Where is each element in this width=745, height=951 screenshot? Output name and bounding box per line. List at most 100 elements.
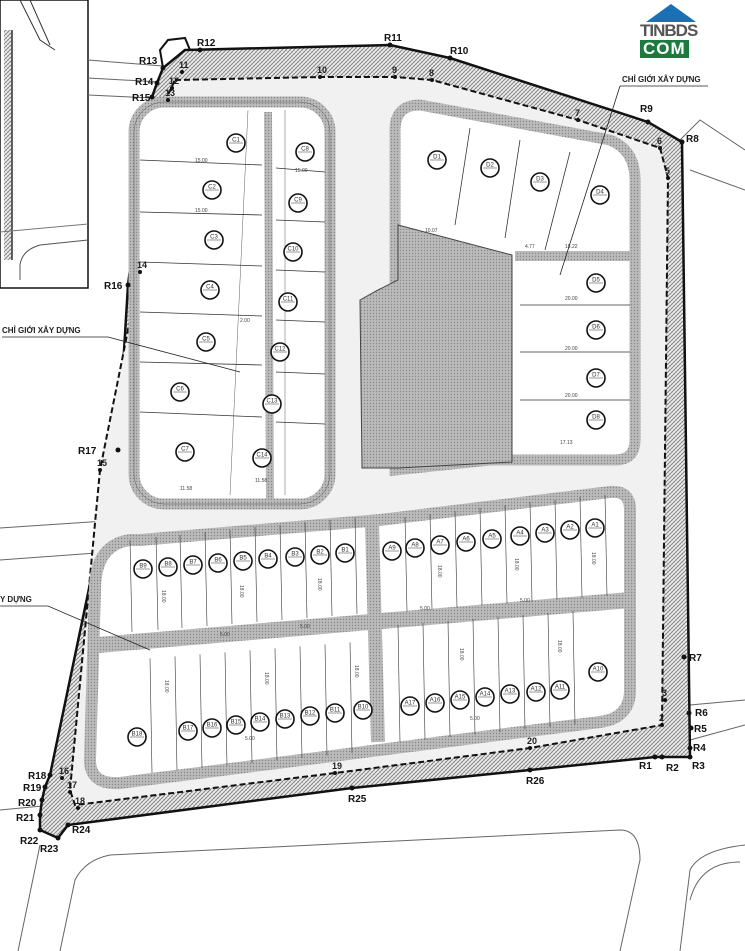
boundary-marker-r17: R17 xyxy=(78,446,121,457)
lot-marker[interactable]: A14 xyxy=(475,687,495,707)
lot-marker[interactable]: A17 xyxy=(400,696,420,716)
lot-label: D1 xyxy=(433,155,441,161)
lot-marker[interactable]: C6 xyxy=(170,382,190,402)
lot-label: B8 xyxy=(164,562,172,568)
setback-point-11: 11 xyxy=(179,60,189,74)
lot-label: C11 xyxy=(283,297,294,303)
lot-marker[interactable]: B4 xyxy=(258,549,278,569)
boundary-marker-r14: R14 xyxy=(135,77,160,88)
point-label: 11 xyxy=(179,60,189,70)
lot-marker[interactable]: A2 xyxy=(560,520,580,540)
lot-marker[interactable]: C8 xyxy=(295,142,315,162)
lot-marker[interactable]: A6 xyxy=(456,532,476,552)
lot-marker[interactable]: A13 xyxy=(500,684,520,704)
lot-marker[interactable]: B8 xyxy=(158,557,178,577)
lot-divider xyxy=(204,531,208,627)
lot-marker[interactable]: A4 xyxy=(510,526,530,546)
lot-marker[interactable]: C2 xyxy=(202,180,222,200)
lot-marker[interactable]: A16 xyxy=(425,693,445,713)
boundary-marker-r3: R3 xyxy=(687,754,705,772)
point-dot xyxy=(180,70,184,74)
marker-dot xyxy=(527,767,533,773)
lot-marker[interactable]: B11 xyxy=(325,703,345,723)
marker-label: R10 xyxy=(450,46,469,57)
lot-marker[interactable]: C3 xyxy=(204,230,224,250)
lot-marker[interactable]: C14 xyxy=(252,448,272,468)
lot-marker[interactable]: D6 xyxy=(586,320,606,340)
lot-marker[interactable]: D1 xyxy=(427,150,447,170)
lot-marker[interactable]: A10 xyxy=(588,662,608,682)
lot-marker[interactable]: D3 xyxy=(530,172,550,192)
point-dot xyxy=(318,75,322,79)
lot-divider xyxy=(199,654,203,769)
lot-marker[interactable]: B9 xyxy=(133,559,153,579)
marker-label: R17 xyxy=(78,446,97,457)
lot-label: A2 xyxy=(566,525,574,531)
lot-marker[interactable]: B6 xyxy=(208,553,228,573)
marker-label: R8 xyxy=(686,134,699,145)
dim-label: 15.00 xyxy=(195,208,208,214)
marker-label: R11 xyxy=(384,33,402,44)
lot-marker[interactable]: C5 xyxy=(196,332,216,352)
park-area xyxy=(359,224,513,469)
lot-marker[interactable]: D4 xyxy=(590,185,610,205)
lot-marker[interactable]: B16 xyxy=(202,718,222,738)
lot-label: C8 xyxy=(301,147,309,153)
lot-label: C5 xyxy=(202,337,210,343)
lot-marker[interactable]: A9 xyxy=(382,541,402,561)
point-dot xyxy=(528,746,532,750)
lot-marker[interactable]: A3 xyxy=(535,523,555,543)
lot-marker[interactable]: D8 xyxy=(586,410,606,430)
lot-marker[interactable]: C11 xyxy=(278,292,298,312)
lot-marker[interactable]: B15 xyxy=(226,715,246,735)
point-label: 12 xyxy=(169,76,179,86)
lot-marker[interactable]: A1 xyxy=(585,518,605,538)
lot-marker[interactable]: C10 xyxy=(283,242,303,262)
boundary-marker-r7: R7 xyxy=(681,653,702,664)
lot-label: B15 xyxy=(231,720,242,726)
dim-label: 15.22 xyxy=(565,244,578,250)
lot-marker[interactable]: A7 xyxy=(430,535,450,555)
lot-marker[interactable]: B5 xyxy=(233,551,253,571)
lot-marker[interactable]: A15 xyxy=(450,690,470,710)
lot-marker[interactable]: B3 xyxy=(285,547,305,567)
lot-marker[interactable]: C13 xyxy=(262,394,282,414)
lot-label: A3 xyxy=(541,528,549,534)
lot-marker[interactable]: A5 xyxy=(482,529,502,549)
boundary-marker-r6: R6 xyxy=(686,708,708,719)
lot-marker[interactable]: B13 xyxy=(275,709,295,729)
lot-marker[interactable]: C7 xyxy=(175,442,195,462)
building-line-notes: CHỈ GIỚI XÂY DỰNG CHỈ GIỚI XÂY DỰNG Y DỰ… xyxy=(0,75,708,651)
lot-marker[interactable]: C12 xyxy=(270,342,290,362)
note-building-line-left: CHỈ GIỚI XÂY DỰNG xyxy=(2,326,81,335)
lot-marker[interactable]: A11 xyxy=(550,680,570,700)
lot-marker[interactable]: C9 xyxy=(288,193,308,213)
lot-marker[interactable]: D5 xyxy=(586,273,606,293)
lot-marker[interactable]: B18 xyxy=(127,727,147,747)
inset-map xyxy=(0,0,89,289)
lot-marker[interactable]: C1 xyxy=(226,133,246,153)
lot-marker[interactable]: B2 xyxy=(310,545,330,565)
lot-marker[interactable]: D7 xyxy=(586,368,606,388)
lot-divider xyxy=(554,499,558,600)
lot-marker[interactable]: C4 xyxy=(200,280,220,300)
lot-divider xyxy=(522,614,526,730)
dim-label-lot-depth: 18.00 xyxy=(353,665,359,678)
lot-marker[interactable]: A8 xyxy=(405,538,425,558)
lot-marker[interactable]: B17 xyxy=(178,721,198,741)
marker-dot xyxy=(686,710,692,716)
dim-label-lot-depth: 18.00 xyxy=(263,672,269,685)
lot-marker[interactable]: D2 xyxy=(480,158,500,178)
lot-marker[interactable]: B12 xyxy=(300,706,320,726)
marker-dot xyxy=(679,139,685,145)
lot-label: B7 xyxy=(189,560,197,566)
lot-marker[interactable]: B7 xyxy=(183,555,203,575)
lot-marker[interactable]: B10 xyxy=(353,700,373,720)
lot-divider xyxy=(504,504,508,604)
lot-marker[interactable]: B1 xyxy=(335,543,355,563)
lot-marker[interactable]: A12 xyxy=(526,682,546,702)
marker-label: R3 xyxy=(692,761,705,772)
lot-marker[interactable]: B14 xyxy=(250,712,270,732)
lot-label: B17 xyxy=(183,726,194,732)
marker-dot xyxy=(197,47,203,53)
